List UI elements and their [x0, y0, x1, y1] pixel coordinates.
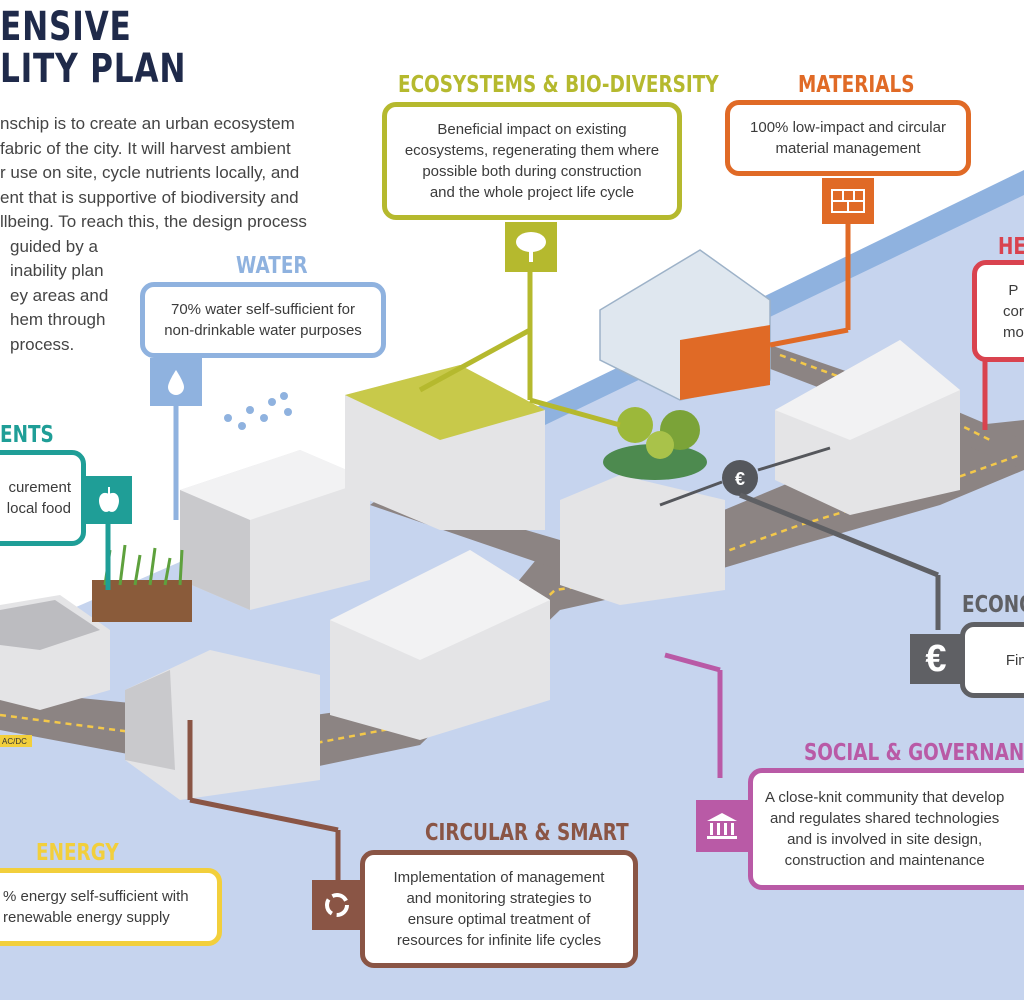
intro-line: process. [10, 334, 75, 354]
circular-text: Implementation of management and monitor… [393, 869, 605, 949]
intro-line: ent that is supportive of biodiversity a… [0, 187, 299, 207]
apple-icon [86, 476, 132, 524]
building-water [180, 450, 370, 610]
building-mid [560, 475, 725, 605]
social-text: A close-knit community that develop and … [765, 789, 1005, 869]
water-drop-icon [150, 358, 202, 406]
building-right [775, 340, 960, 515]
nutrients-title: ENTS [0, 422, 54, 448]
building-smart [125, 650, 320, 800]
intro-line: r use on site, cycle nutrients locally, … [0, 163, 300, 182]
health-text: P cor mo [1003, 281, 1024, 341]
intro-line: llbeing. To reach this, the design proce… [0, 212, 307, 231]
health-box: P cor mo [972, 260, 1024, 362]
materials-title: MATERIALS [798, 72, 915, 98]
water-title: WATER [236, 253, 308, 279]
social-title: SOCIAL & GOVERNANCE [804, 740, 1024, 766]
ecosystems-title: ECOSYSTEMS & BIO-DIVERSITY [398, 72, 719, 98]
rain-drops [224, 392, 292, 430]
page-title-line1: ENSIVE [0, 4, 132, 50]
connector-materials-b [769, 327, 849, 348]
intro-text: nschip is to create an urban ecosystem f… [0, 112, 342, 357]
circular-title: CIRCULAR & SMART [425, 820, 629, 846]
tree-icon [505, 222, 557, 272]
intro-line: guided by a [10, 236, 98, 256]
connector-ecosystems-b [529, 397, 621, 428]
materials-text: 100% low-impact and circular material ma… [750, 119, 946, 157]
economy-box: Fina [960, 622, 1024, 698]
water-text: 70% water self-sufficient for non-drinka… [164, 301, 362, 339]
brick-icon [822, 178, 874, 224]
euro-icon: € [910, 634, 962, 684]
intro-line: hem through [10, 310, 106, 329]
euro-roundabout [722, 460, 758, 496]
tree-icon-a [617, 407, 653, 443]
acdc-tag [0, 735, 32, 747]
economy-text: Fina [1005, 651, 1024, 669]
energy-text: % energy self-sufficient with renewable … [3, 888, 189, 926]
intro-line: fabric of the city. It will harvest ambi… [0, 138, 291, 158]
greenhouse [599, 249, 771, 401]
acdc-label: AC/DC [2, 737, 27, 746]
connector-circular-b [189, 797, 339, 833]
building-center [330, 550, 550, 740]
svg-text:€: € [735, 469, 745, 489]
building-left [0, 595, 110, 710]
intro-line: ey areas and [10, 285, 109, 305]
intro-line: inability plan [10, 261, 104, 280]
energy-title: ENERGY [36, 840, 119, 866]
greenhouse-roof-building [345, 365, 545, 530]
social-box: A close-knit community that develop and … [748, 768, 1024, 890]
connector-ecosystems-c [418, 327, 532, 393]
nutrients-box: curement local food [0, 450, 86, 546]
tree-island [603, 444, 707, 480]
connector-social [664, 652, 721, 673]
economy-title: ECONOM [962, 592, 1024, 618]
health-title: HEA [998, 234, 1024, 260]
circular-box: Implementation of management and monitor… [360, 850, 638, 968]
tree-icon-c [646, 431, 674, 459]
intro-line: nschip is to create an urban ecosystem [0, 114, 295, 133]
ecosystems-box: Beneficial impact on existing ecosystems… [382, 102, 682, 220]
nutrients-text: curement local food [6, 479, 71, 517]
cycle-arrows-icon [312, 880, 362, 930]
ecosystems-text: Beneficial impact on existing ecosystems… [404, 121, 660, 201]
water-box: 70% water self-sufficient for non-drinka… [140, 282, 386, 358]
connector-economy [739, 492, 939, 578]
energy-box: % energy self-sufficient with renewable … [0, 868, 222, 946]
materials-box: 100% low-impact and circular material ma… [725, 100, 971, 176]
institution-icon [696, 800, 748, 852]
page-title-line2: LITY PLAN [0, 46, 187, 92]
